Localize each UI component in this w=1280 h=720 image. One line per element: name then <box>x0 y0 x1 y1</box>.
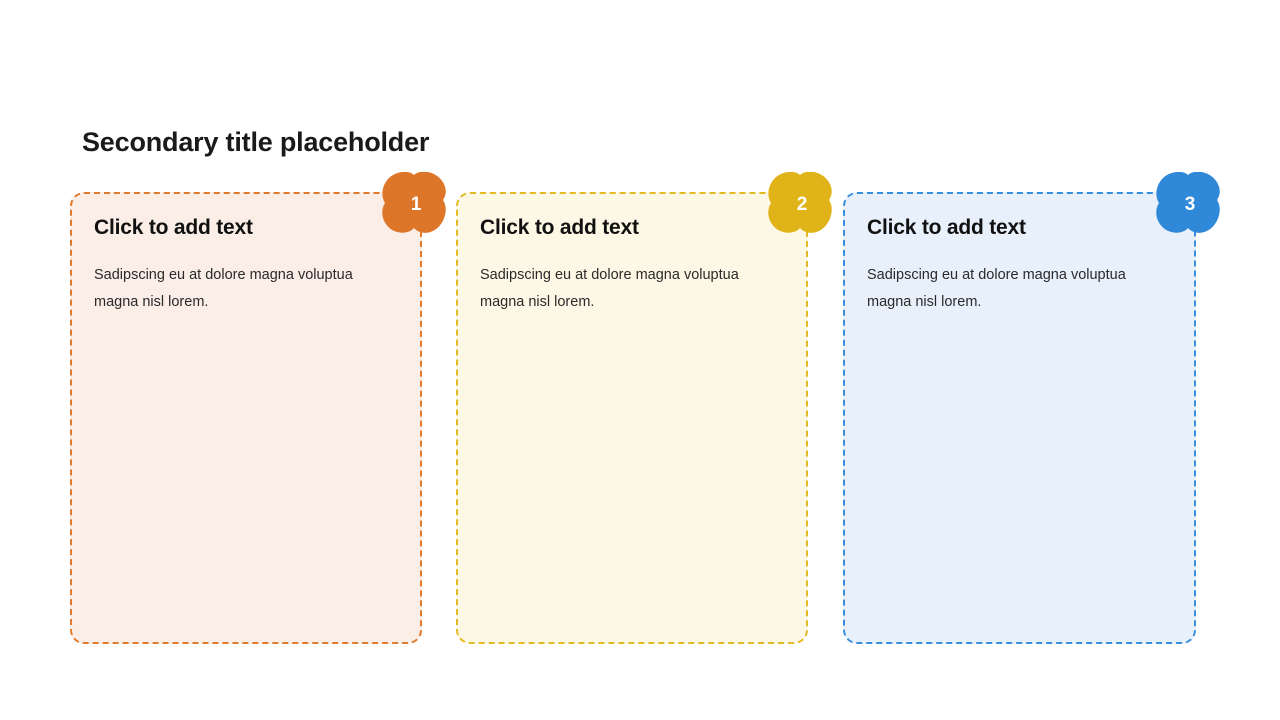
card-body-1[interactable]: Sadipscing eu at dolore magna voluptua m… <box>94 267 353 310</box>
card-heading-2[interactable]: Click to add text <box>480 216 639 239</box>
card-body-3[interactable]: Sadipscing eu at dolore magna voluptua m… <box>867 267 1126 310</box>
blob-badge-icon-3: 3 <box>1154 172 1222 234</box>
content-card-3[interactable]: Click to add text Sadipscing eu at dolor… <box>843 172 1220 644</box>
card-body-2[interactable]: Sadipscing eu at dolore magna voluptua m… <box>480 267 739 310</box>
blob-shape-2 <box>768 172 832 233</box>
blob-shape-3 <box>1156 172 1220 233</box>
card-heading-1[interactable]: Click to add text <box>94 216 253 239</box>
card-heading-3[interactable]: Click to add text <box>867 216 1026 239</box>
page-title: Secondary title placeholder <box>82 127 430 157</box>
blob-shape-1 <box>382 172 446 233</box>
blob-badge-icon-1: 1 <box>380 172 448 234</box>
blob-badge-icon-2: 2 <box>766 172 834 234</box>
content-card-1[interactable]: Click to add text Sadipscing eu at dolor… <box>70 172 446 644</box>
content-card-2[interactable]: Click to add text Sadipscing eu at dolor… <box>456 172 832 644</box>
